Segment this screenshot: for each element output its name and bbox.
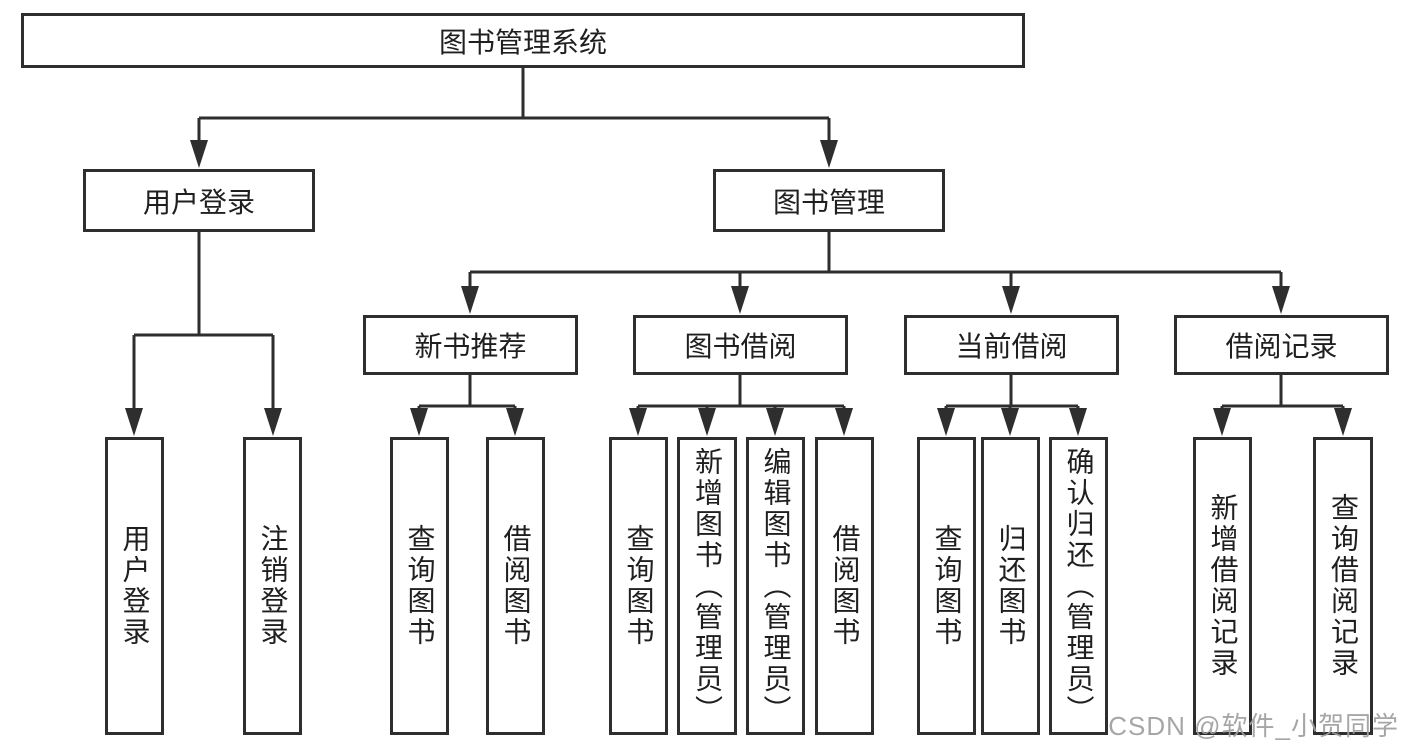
leaf-confirm-return-admin-label: 确认归还（管理员） (1063, 446, 1095, 726)
leaf-return-book: 归还图书 (981, 437, 1040, 735)
node-current-borrow: 当前借阅 (904, 315, 1119, 375)
leaf-borrow-book-2: 借阅图书 (815, 437, 874, 735)
leaf-user-login-label: 用户登录 (119, 524, 151, 648)
node-book-management-label: 图书管理 (772, 186, 885, 218)
leaf-borrow-book-1-label: 借阅图书 (500, 524, 532, 648)
leaf-edit-book-admin: 编辑图书（管理员） (746, 437, 805, 735)
leaf-query-book-1: 查询图书 (390, 437, 449, 735)
csdn-watermark: CSDN @软件_小贺同学 (1108, 711, 1399, 741)
node-new-book-recommend-label: 新书推荐 (414, 331, 527, 362)
node-current-borrow-label: 当前借阅 (955, 331, 1068, 362)
leaf-edit-book-admin-label: 编辑图书（管理员） (760, 446, 792, 726)
leaf-borrow-book-1: 借阅图书 (486, 437, 545, 735)
leaf-logout-label: 注销登录 (257, 524, 289, 648)
node-borrow-record: 借阅记录 (1174, 315, 1389, 375)
node-book-borrow: 图书借阅 (633, 315, 848, 375)
leaf-add-borrow-record-label: 新增借阅记录 (1207, 493, 1239, 679)
leaf-query-borrow-record-label: 查询借阅记录 (1328, 493, 1359, 679)
node-user-login-label: 用户登录 (142, 186, 255, 218)
node-root: 图书管理系统 (21, 13, 1025, 68)
node-book-management: 图书管理 (713, 169, 945, 232)
node-root-label: 图书管理系统 (438, 26, 607, 58)
leaf-query-book-3: 查询图书 (917, 437, 976, 735)
leaf-borrow-book-2-label: 借阅图书 (829, 524, 861, 648)
leaf-add-book-admin: 新增图书（管理员） (677, 437, 737, 735)
leaf-add-borrow-record: 新增借阅记录 (1193, 437, 1252, 735)
node-new-book-recommend: 新书推荐 (363, 315, 578, 375)
leaf-add-book-admin-label: 新增图书（管理员） (692, 446, 723, 726)
node-book-borrow-label: 图书借阅 (684, 331, 797, 362)
leaf-logout: 注销登录 (243, 437, 302, 735)
leaf-query-borrow-record: 查询借阅记录 (1313, 437, 1373, 735)
leaf-return-book-label: 归还图书 (995, 524, 1027, 648)
node-borrow-record-label: 借阅记录 (1225, 331, 1338, 362)
leaf-query-book-3-label: 查询图书 (931, 524, 963, 648)
leaf-query-book-2-label: 查询图书 (623, 524, 655, 648)
leaf-query-book-2: 查询图书 (609, 437, 668, 735)
node-user-login: 用户登录 (83, 169, 315, 232)
leaf-confirm-return-admin: 确认归还（管理员） (1049, 437, 1108, 735)
leaf-user-login: 用户登录 (105, 437, 164, 735)
leaf-query-book-1-label: 查询图书 (404, 524, 436, 648)
